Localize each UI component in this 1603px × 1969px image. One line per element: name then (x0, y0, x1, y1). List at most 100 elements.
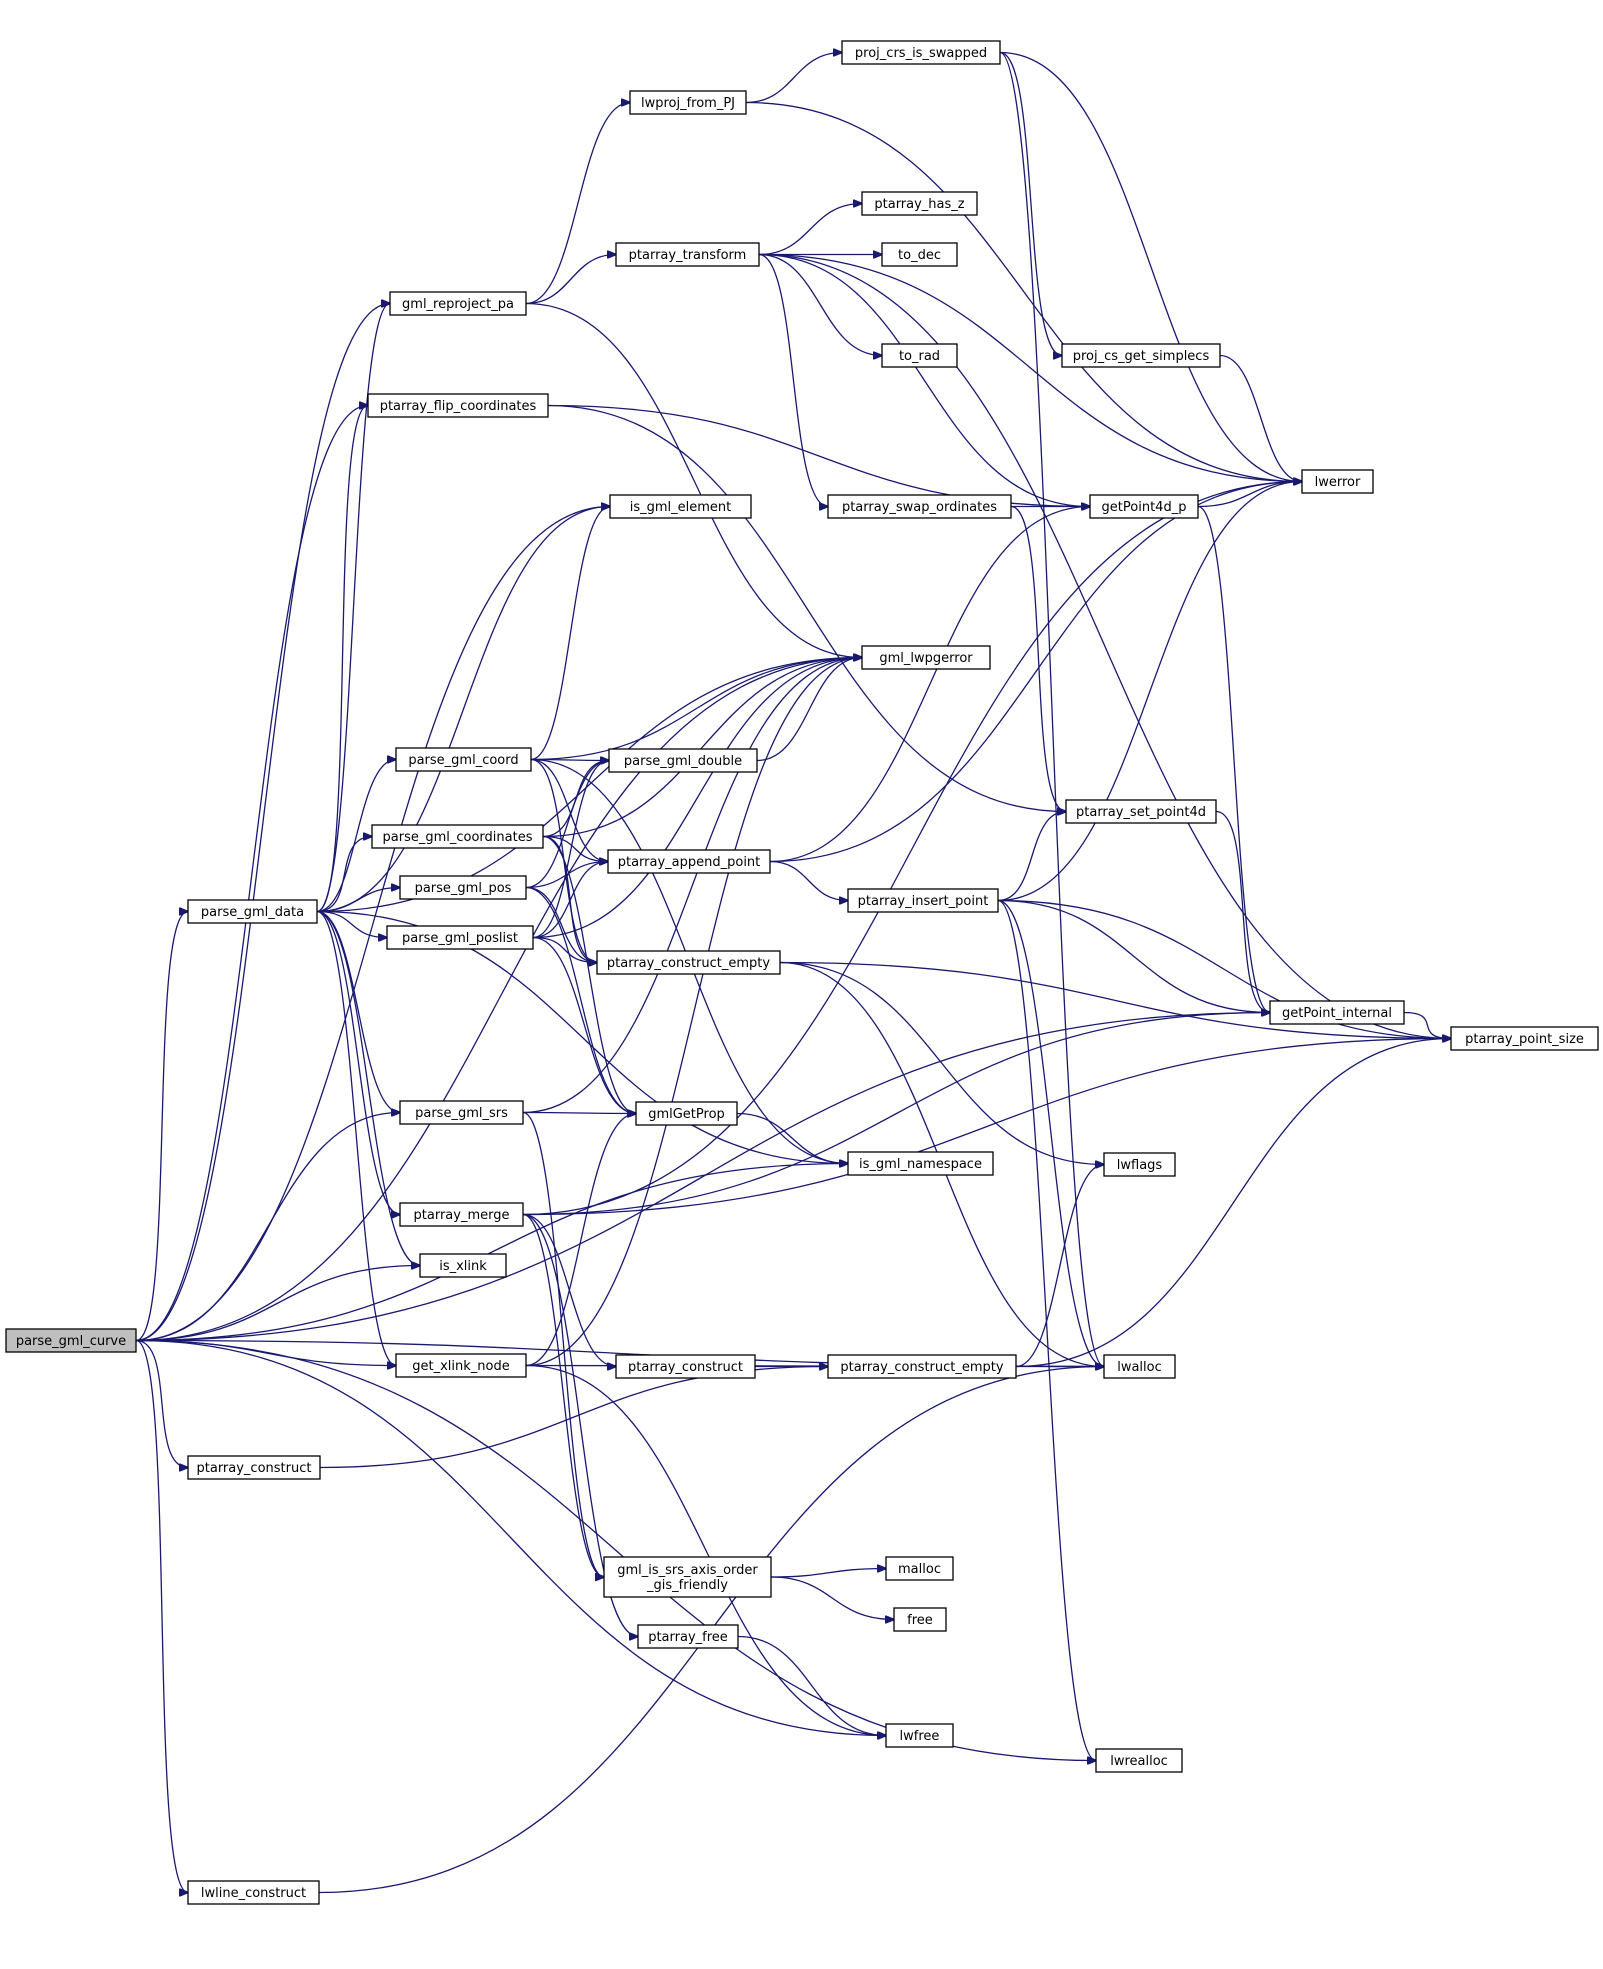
node-lwline_construct[interactable]: lwline_construct (187, 1880, 320, 1905)
node-box[interactable] (841, 40, 1001, 65)
node-parse_gml_double[interactable]: parse_gml_double (608, 748, 758, 773)
node-box[interactable] (1103, 1354, 1176, 1379)
node-get_xlink_node[interactable]: get_xlink_node (395, 1353, 527, 1378)
node-ptarray_set_point4d[interactable]: ptarray_set_point4d (1065, 799, 1217, 824)
node-ptarray_transform[interactable]: ptarray_transform (615, 242, 760, 267)
edge-parse_gml_data-to-ptarray_merge (316, 910, 400, 1215)
node-box[interactable] (596, 950, 781, 975)
node-box[interactable] (615, 242, 760, 267)
node-box[interactable] (637, 1624, 739, 1649)
edge-parse_gml_data-to-gml_lwpgerror (316, 658, 862, 913)
node-ptarray_construct_a[interactable]: ptarray_construct (615, 1354, 756, 1379)
node-label: is_gml_element (630, 500, 732, 515)
node-box[interactable] (608, 748, 758, 773)
node-lwrealloc[interactable]: lwrealloc (1095, 1748, 1183, 1773)
node-box[interactable] (367, 393, 549, 418)
node-to_dec[interactable]: to_dec (881, 242, 958, 267)
node-box[interactable] (635, 1101, 738, 1126)
node-ptarray_merge[interactable]: ptarray_merge (399, 1202, 524, 1227)
node-box[interactable] (187, 899, 318, 924)
node-ptarray_construct_empty_a[interactable]: ptarray_construct_empty (596, 950, 781, 975)
node-box[interactable] (1095, 1748, 1183, 1773)
node-box[interactable] (1269, 1000, 1405, 1025)
node-box[interactable] (881, 242, 958, 267)
node-ptarray_point_size[interactable]: ptarray_point_size (1450, 1026, 1599, 1051)
node-box[interactable] (607, 849, 771, 874)
node-box[interactable] (827, 494, 1012, 519)
node-box[interactable] (399, 1202, 524, 1227)
node-parse_gml_poslist[interactable]: parse_gml_poslist (386, 925, 534, 950)
node-box[interactable] (389, 291, 527, 316)
node-getPoint4d_p[interactable]: getPoint4d_p (1089, 494, 1199, 519)
node-box[interactable] (881, 343, 958, 368)
node-box[interactable] (187, 1455, 321, 1480)
node-ptarray_construct_empty_b[interactable]: ptarray_construct_empty (827, 1354, 1017, 1379)
node-is_gml_namespace[interactable]: is_gml_namespace (847, 1151, 994, 1176)
node-ptarray_has_z[interactable]: ptarray_has_z (861, 191, 978, 216)
node-label: ptarray_set_point4d (1076, 805, 1206, 820)
node-box[interactable] (827, 1354, 1017, 1379)
node-box[interactable] (885, 1723, 954, 1748)
node-label: gml_lwpgerror (879, 651, 973, 666)
node-free[interactable]: free (893, 1607, 947, 1632)
node-box[interactable] (629, 90, 747, 115)
node-box[interactable] (187, 1880, 320, 1905)
node-parse_gml_pos[interactable]: parse_gml_pos (399, 875, 527, 900)
node-ptarray_construct_b[interactable]: ptarray_construct (187, 1455, 321, 1480)
edge-parse_gml_coord-to-gml_lwpgerror (530, 658, 862, 761)
node-box[interactable] (861, 645, 991, 670)
node-ptarray_swap_ordinates[interactable]: ptarray_swap_ordinates (827, 494, 1012, 519)
edge-parse_gml_data-to-parse_gml_pos (316, 888, 400, 913)
node-parse_gml_curve[interactable]: parse_gml_curve (5, 1328, 137, 1353)
node-box[interactable] (399, 1100, 524, 1125)
node-box[interactable] (615, 1354, 756, 1379)
node-ptarray_flip_coordinates[interactable]: ptarray_flip_coordinates (367, 393, 549, 418)
node-ptarray_append_point[interactable]: ptarray_append_point (607, 849, 771, 874)
node-gml_lwpgerror[interactable]: gml_lwpgerror (861, 645, 991, 670)
node-box[interactable] (847, 1151, 994, 1176)
node-lwfree[interactable]: lwfree (885, 1723, 954, 1748)
node-box[interactable] (1103, 1152, 1176, 1177)
node-box[interactable] (603, 1556, 772, 1598)
node-is_xlink[interactable]: is_xlink (419, 1253, 507, 1278)
node-ptarray_free[interactable]: ptarray_free (637, 1624, 739, 1649)
node-parse_gml_coordinates[interactable]: parse_gml_coordinates (371, 824, 544, 849)
node-ptarray_insert_point[interactable]: ptarray_insert_point (847, 888, 999, 913)
node-lwerror[interactable]: lwerror (1301, 469, 1374, 494)
node-proj_cs_get_simplecs[interactable]: proj_cs_get_simplecs (1061, 343, 1221, 368)
node-gmlGetProp[interactable]: gmlGetProp (635, 1101, 738, 1126)
node-lwalloc[interactable]: lwalloc (1103, 1354, 1176, 1379)
node-box[interactable] (1089, 494, 1199, 519)
node-box[interactable] (609, 494, 752, 519)
edge-ptarray_transform-to-ptarray_swap_ordinates (758, 253, 828, 507)
node-box[interactable] (893, 1607, 947, 1632)
node-box[interactable] (386, 925, 534, 950)
node-box[interactable] (399, 875, 527, 900)
node-box[interactable] (1061, 343, 1221, 368)
node-gml_reproject_pa[interactable]: gml_reproject_pa (389, 291, 527, 316)
node-getPoint_internal[interactable]: getPoint_internal (1269, 1000, 1405, 1025)
edge-proj_crs_is_swapped-to-lwerror (999, 51, 1302, 482)
node-box[interactable] (1301, 469, 1374, 494)
node-box[interactable] (1450, 1026, 1599, 1051)
node-lwflags[interactable]: lwflags (1103, 1152, 1176, 1177)
node-box[interactable] (1065, 799, 1217, 824)
node-box[interactable] (419, 1253, 507, 1278)
node-box[interactable] (371, 824, 544, 849)
node-to_rad[interactable]: to_rad (881, 343, 958, 368)
node-gml_is_srs_axis_order_gis_friendly[interactable]: gml_is_srs_axis_order_gis_friendly (603, 1556, 772, 1598)
node-proj_crs_is_swapped[interactable]: proj_crs_is_swapped (841, 40, 1001, 65)
node-parse_gml_data[interactable]: parse_gml_data (187, 899, 318, 924)
node-parse_gml_srs[interactable]: parse_gml_srs (399, 1100, 524, 1125)
node-box[interactable] (885, 1556, 954, 1581)
edge-parse_gml_data-to-is_gml_element (316, 507, 610, 913)
node-is_gml_element[interactable]: is_gml_element (609, 494, 752, 519)
node-parse_gml_coord[interactable]: parse_gml_coord (395, 747, 532, 772)
node-box[interactable] (847, 888, 999, 913)
node-malloc[interactable]: malloc (885, 1556, 954, 1581)
node-box[interactable] (395, 1353, 527, 1378)
node-box[interactable] (5, 1328, 137, 1353)
node-box[interactable] (395, 747, 532, 772)
node-lwproj_from_PJ[interactable]: lwproj_from_PJ (629, 90, 747, 115)
node-box[interactable] (861, 191, 978, 216)
